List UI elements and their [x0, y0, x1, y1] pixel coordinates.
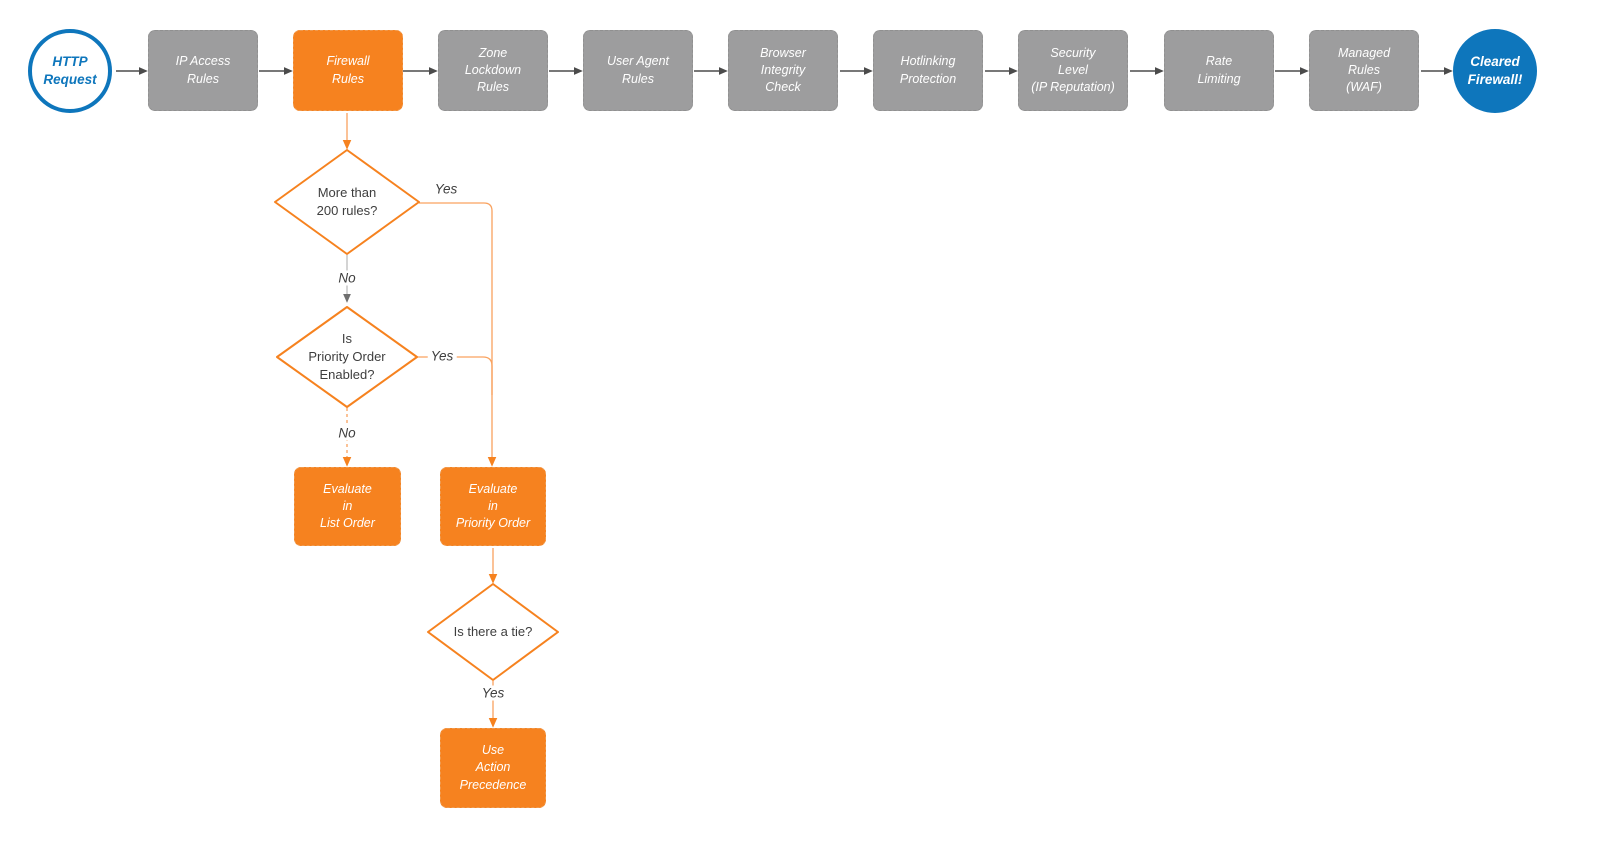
action-evaluate-in-priority-order: Evaluate in Priority Order: [440, 467, 546, 546]
edge-label-decision2-no: No: [335, 425, 359, 441]
step-browser-integrity-check: Browser Integrity Check: [728, 30, 838, 111]
decision-priority-order-enabled: Is Priority Order Enabled?: [308, 330, 386, 383]
action-evaluate-in-list-order: Evaluate in List Order: [294, 467, 401, 546]
edge-label-decision2-yes: Yes: [427, 348, 457, 364]
decision3-diamond: [427, 583, 559, 681]
step-user-agent-rules: User Agent Rules: [583, 30, 693, 111]
step-security-level: Security Level (IP Reputation): [1018, 30, 1128, 111]
step-firewall-rules: Firewall Rules: [293, 30, 403, 111]
step-rate-limiting: Rate Limiting: [1164, 30, 1274, 111]
edge-label-decision1-yes: Yes: [431, 181, 461, 197]
connector-decision2-yes: [417, 356, 493, 395]
step-ip-access-rules: IP Access Rules: [148, 30, 258, 111]
start-node-http-request: HTTP Request: [28, 29, 112, 113]
edge-label-decision1-no: No: [335, 270, 359, 286]
step-managed-rules-waf: Managed Rules (WAF): [1309, 30, 1419, 111]
decision1-diamond: [274, 149, 420, 255]
decision2-diamond: [276, 306, 418, 408]
step-hotlinking-protection: Hotlinking Protection: [873, 30, 983, 111]
action-use-action-precedence: Use Action Precedence: [440, 728, 546, 808]
decision-is-there-a-tie: Is there a tie?: [453, 623, 533, 639]
step-zone-lockdown-rules: Zone Lockdown Rules: [438, 30, 548, 111]
decision-more-than-200-rules: More than 200 rules?: [316, 184, 378, 218]
connector-decision1-yes: [419, 202, 497, 467]
end-node-cleared-firewall: Cleared Firewall!: [1453, 29, 1537, 113]
edge-label-decision3-yes: Yes: [478, 685, 508, 701]
decision-diamonds: [274, 149, 559, 681]
